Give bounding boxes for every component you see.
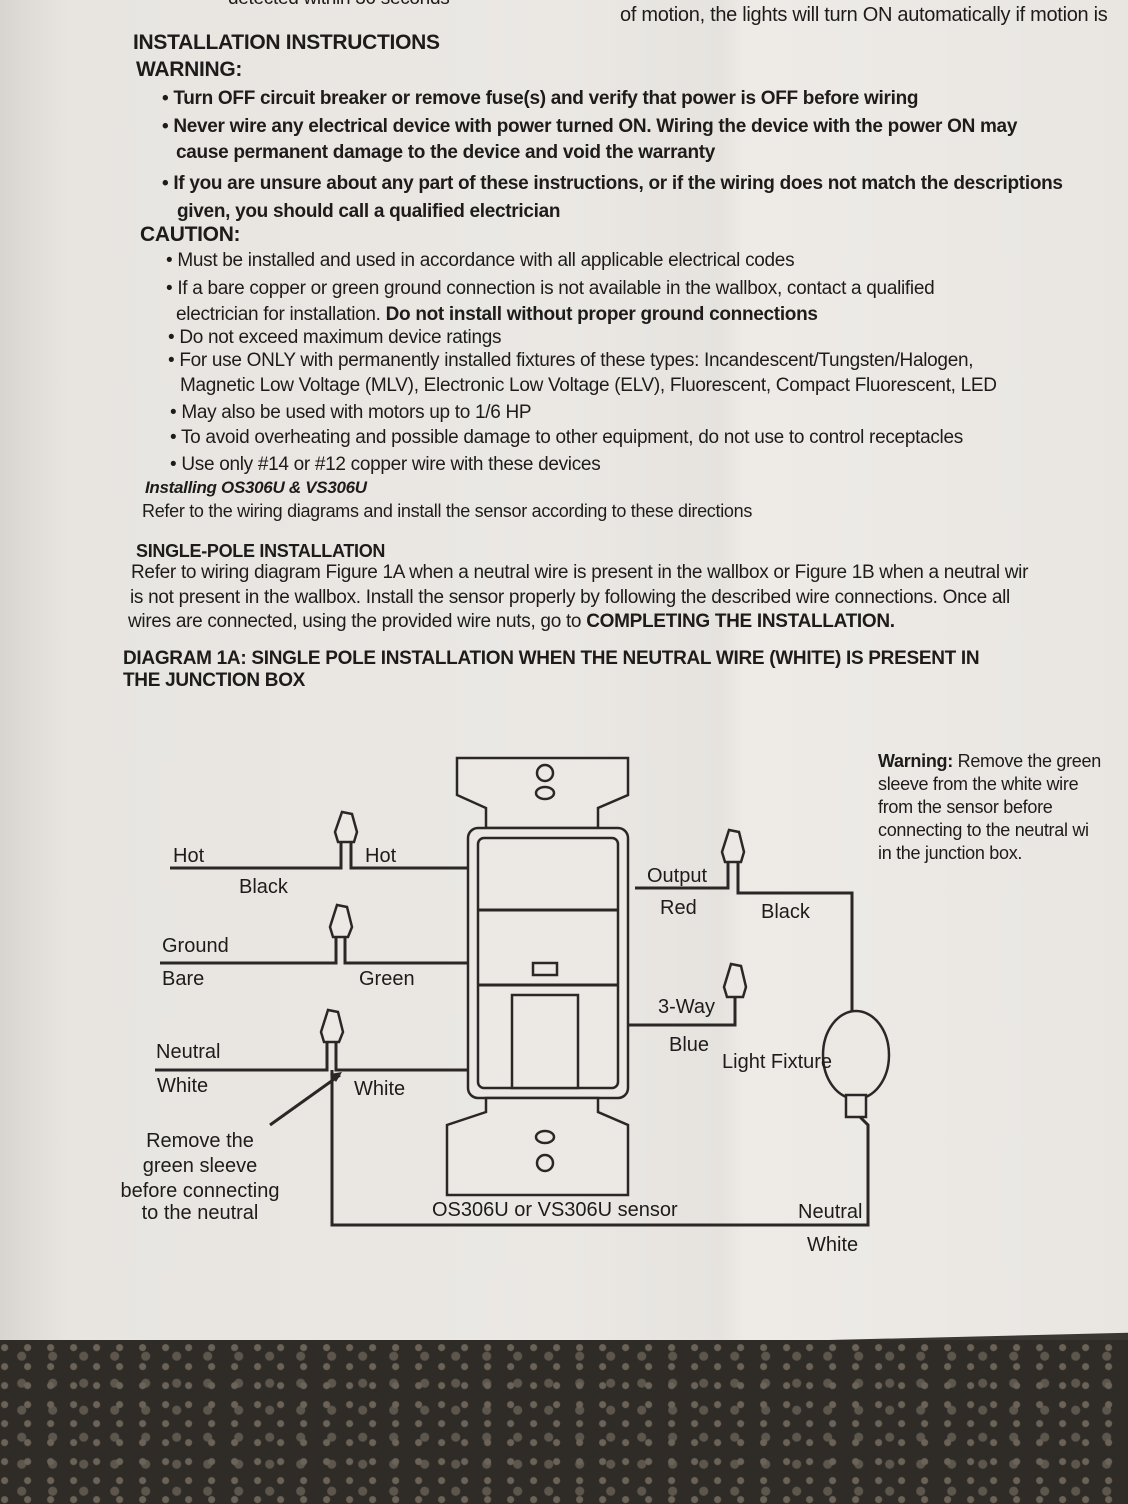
callout-text: Remove the xyxy=(146,1130,254,1152)
side-warning-line: Remove the green xyxy=(952,751,1102,771)
top-fragment-left: detected within 30 seconds xyxy=(228,0,450,10)
label-red: Red xyxy=(660,897,697,919)
single-pole-text: is not present in the wallbox. Install t… xyxy=(130,587,1010,608)
completing-link-text: COMPLETING THE INSTALLATION. xyxy=(586,611,895,632)
hot-wire xyxy=(170,840,343,870)
side-warning: Warning: Remove the green sleeve from th… xyxy=(878,750,1101,865)
sensor-button xyxy=(510,993,580,1090)
label-blue: Blue xyxy=(669,1034,709,1056)
label-neutral: Neutral xyxy=(798,1201,862,1223)
hot-lead xyxy=(349,840,468,870)
label-ground: Ground xyxy=(162,935,229,957)
sensor-led xyxy=(531,961,559,977)
caution-item: • For use ONLY with permanently installe… xyxy=(168,350,974,371)
countertop xyxy=(0,1340,1128,1504)
black-fixture-wire xyxy=(736,860,854,1012)
bulb-base xyxy=(844,1093,868,1119)
caution-text: electrician for installation. xyxy=(176,304,381,325)
side-warning-line: in the junction box. xyxy=(878,843,1023,863)
label-white: White xyxy=(807,1234,858,1256)
caution-item: • May also be used with motors up to 1/6… xyxy=(170,402,532,423)
neutral-wire xyxy=(155,1040,329,1072)
callout-text: to the neutral xyxy=(142,1202,259,1224)
screw-icon xyxy=(535,1153,555,1173)
label-light-fixture: Light Fixture xyxy=(722,1051,832,1073)
ground-wire xyxy=(160,935,338,965)
side-warning-line: connecting to the neutral wi xyxy=(878,820,1089,840)
warning-item: • If you are unsure about any part of th… xyxy=(162,173,1063,194)
blue-3way-wire xyxy=(628,995,737,1027)
arrowhead-icon xyxy=(330,1072,342,1082)
installing-heading: Installing OS306U & VS306U xyxy=(145,478,367,497)
caution-item: • Must be installed and used in accordan… xyxy=(166,250,795,271)
green-lead xyxy=(343,935,468,965)
label-3way: 3-Way xyxy=(658,996,715,1018)
diagram-title: THE JUNCTION BOX xyxy=(123,670,306,691)
diagram-title: DIAGRAM 1A: SINGLE POLE INSTALLATION WHE… xyxy=(123,648,980,669)
screw-icon xyxy=(535,763,555,783)
caution-item: • Do not exceed maximum device ratings xyxy=(168,327,502,348)
installing-text: Refer to the wiring diagrams and install… xyxy=(142,501,753,521)
warning-item: • Turn OFF circuit breaker or remove fus… xyxy=(162,88,919,109)
white-lead xyxy=(334,1040,468,1072)
label-neutral: Neutral xyxy=(156,1041,220,1063)
side-warning-label: Warning: xyxy=(878,751,953,771)
callout-arrow xyxy=(269,1073,341,1127)
light-fixture-bulb-icon xyxy=(821,1009,891,1101)
page-title: INSTALLATION INSTRUCTIONS xyxy=(133,31,440,54)
neutral-return-wire xyxy=(330,1070,870,1227)
caution-item: • To avoid overheating and possible dama… xyxy=(170,427,963,448)
warning-heading: WARNING: xyxy=(136,58,243,81)
screw-slot-icon xyxy=(534,785,556,801)
label-output: Output xyxy=(647,865,707,887)
red-output-wire xyxy=(635,860,730,890)
wire-nut-icon xyxy=(333,810,359,844)
label-white: White xyxy=(354,1078,405,1100)
label-white: White xyxy=(157,1075,208,1097)
warning-item: cause permanent damage to the device and… xyxy=(176,142,716,163)
single-pole-text-part: wires are connected, using the provided … xyxy=(128,611,582,632)
wire-nut-icon xyxy=(319,1008,345,1044)
caution-heading: CAUTION: xyxy=(140,223,241,246)
caution-item: electrician for installation. Do not ins… xyxy=(176,304,818,326)
caution-item: • If a bare copper or green ground conne… xyxy=(166,278,935,299)
side-warning-line: from the sensor before xyxy=(878,797,1053,817)
side-warning-line: sleeve from the white wire xyxy=(878,774,1079,794)
single-pole-text: wires are connected, using the provided … xyxy=(128,611,895,633)
caution-item: • Use only #14 or #12 copper wire with t… xyxy=(170,454,601,475)
single-pole-text: Refer to wiring diagram Figure 1A when a… xyxy=(131,562,1029,583)
warning-item: • Never wire any electrical device with … xyxy=(162,116,1018,137)
callout-text: before connecting xyxy=(120,1180,279,1202)
label-hot: Hot xyxy=(365,845,397,867)
caution-item: Magnetic Low Voltage (MLV), Electronic L… xyxy=(180,375,997,396)
label-bare: Bare xyxy=(162,968,204,990)
screw-slot-icon xyxy=(534,1129,556,1145)
caution-emphasis: Do not install without proper ground con… xyxy=(385,304,818,325)
callout-text: green sleeve xyxy=(143,1155,258,1177)
single-pole-heading: SINGLE-POLE INSTALLATION xyxy=(136,541,386,561)
label-sensor: OS306U or VS306U sensor xyxy=(432,1199,678,1221)
wire-nut-icon xyxy=(328,903,354,939)
wire-nut-icon xyxy=(720,828,746,864)
label-black: Black xyxy=(761,901,811,923)
sensor-bottom-plate xyxy=(445,1096,630,1197)
top-fragment-right: of motion, the lights will turn ON autom… xyxy=(620,4,1108,26)
label-black: Black xyxy=(239,876,289,898)
label-hot: Hot xyxy=(173,845,205,867)
warning-item: given, you should call a qualified elect… xyxy=(177,201,561,222)
wire-nut-icon xyxy=(722,962,748,999)
label-green: Green xyxy=(359,968,415,990)
